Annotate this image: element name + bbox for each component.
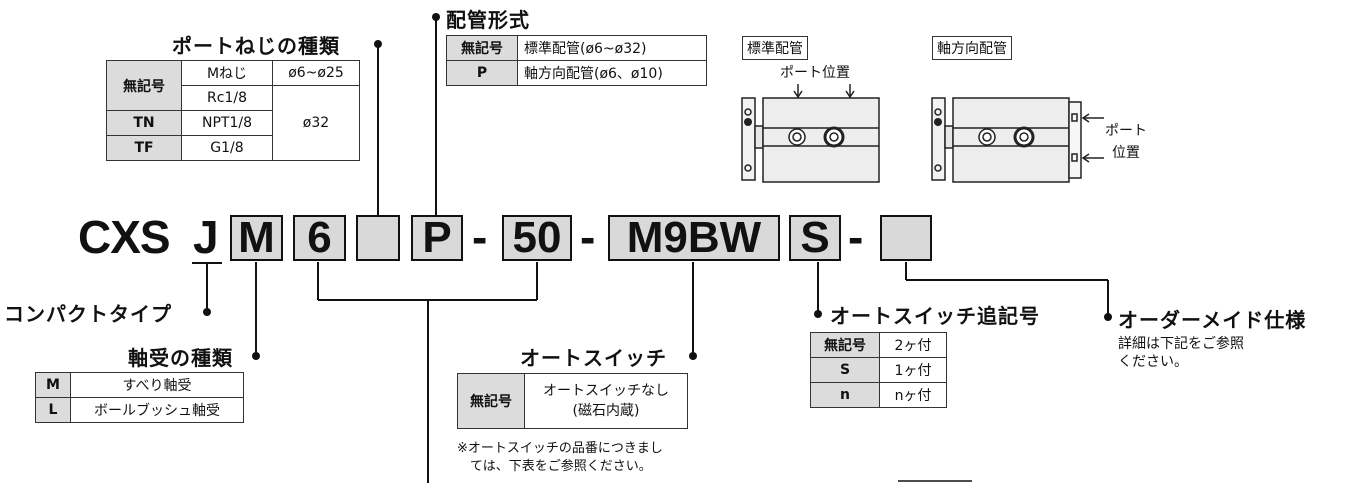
auto-switch-table: 無記号 オートスイッチなし (磁石内蔵) [457,373,688,429]
table-cell: G1/8 [181,135,273,161]
standard-piping-label: 標準配管 [742,36,808,60]
model-j: J [193,211,219,263]
table-row: P 軸方向配管(ø6、ø10) [446,60,707,86]
table-cell: ø6~ø25 [272,60,360,86]
auto-switch-value-1: オートスイッチなし [543,383,669,399]
table-row: 無記号 オートスイッチなし (磁石内蔵) [457,373,688,429]
bearing-code-box: M [230,215,283,261]
auto-switch-value-2: (磁石内蔵) [572,403,640,419]
bore-code-box: 6 [293,215,346,261]
table-cell: ø32 [272,85,360,161]
table-cell: S [810,357,880,383]
table-row: TN NPT1/8 [106,110,360,136]
auto-switch-note-2: ては、下表をご参照ください。 [470,459,652,474]
auto-switch-note-1: ※オートスイッチの品番につきまし [457,441,663,456]
table-cell: 無記号 [457,373,525,429]
table-cell: すべり軸受 [70,372,244,398]
table-cell: M [35,372,71,398]
table-cell: nヶ付 [879,382,947,408]
table-cell: n [810,382,880,408]
dash: - [848,211,864,263]
table-cell: L [35,397,71,423]
table-cell: 1ヶ付 [879,357,947,383]
switch-count-table: 無記号 2ヶ付 S 1ヶ付 n nヶ付 [810,332,947,408]
axial-piping-label: 軸方向配管 [932,36,1012,60]
axial-port-label-1: ポート [1105,123,1147,139]
axial-port-label-2: 位置 [1112,145,1140,161]
made-to-order-note-2: ください。 [1118,354,1188,370]
port-thread-title: ポートねじの種類 [172,34,340,58]
table-cell: 軸方向配管(ø6、ø10) [517,60,707,86]
table-cell: TN [106,110,182,136]
table-cell: P [446,60,518,86]
dash: - [580,211,596,263]
switch-code-box: M9BW [608,215,780,261]
table-cell: Mねじ [181,60,273,86]
table-cell: Rc1/8 [181,85,273,111]
piping-code-box: P [411,215,463,261]
switch-count-title: オートスイッチ追記号 [830,304,1040,328]
port-arrows [1081,113,1104,163]
standard-cylinder-figure [741,84,880,183]
standard-port-label: ポート位置 [780,65,850,81]
made-to-order-title: オーダーメイド仕様 [1118,308,1307,332]
compact-type-title: コンパクトタイプ [4,302,172,326]
made-to-order-note-1: 詳細は下記をご参照 [1118,336,1244,352]
table-cell: 無記号 [446,35,518,61]
table-cell: NPT1/8 [181,110,273,136]
table-row: 無記号 標準配管(ø6~ø32) [446,35,707,61]
switch-count-code-box: S [789,215,841,261]
table-row: Rc1/8 ø32 [107,85,360,161]
table-cell: ボールブッシュ軸受 [70,397,244,423]
table-cell: TF [106,135,182,161]
table-cell: 標準配管(ø6~ø32) [517,35,707,61]
table-row: n nヶ付 [810,382,947,408]
table-row: TF G1/8 [106,135,360,161]
bearing-title: 軸受の種類 [128,346,233,370]
table-cell: 無記号 [106,60,182,111]
table-row: 無記号 2ヶ付 [810,332,947,358]
table-row: L ボールブッシュ軸受 [35,397,244,423]
port-thread-table: 無記号 Mねじ ø6~ø25 Rc1/8 ø32 TN NPT1/8 TF G1… [106,60,360,161]
table-row: S 1ヶ付 [810,357,947,383]
stroke-code-box: 50 [502,215,572,261]
model-prefix: CXS [78,211,171,263]
table-row: 無記号 Mねじ ø6~ø25 [106,60,360,111]
dash: - [472,211,488,263]
table-row: M すべり軸受 [35,372,244,398]
axial-cylinder-figure [931,97,1082,183]
table-cell: 2ヶ付 [879,332,947,358]
table-cell: オートスイッチなし (磁石内蔵) [524,373,688,429]
bearing-table: M すべり軸受 L ボールブッシュ軸受 [35,372,244,423]
table-cell: 無記号 [810,332,880,358]
port-thread-code-box [356,215,400,261]
piping-title: 配管形式 [446,8,530,32]
made-to-order-code-box [880,215,932,261]
auto-switch-title: オートスイッチ [520,346,667,370]
piping-table: 無記号 標準配管(ø6~ø32) P 軸方向配管(ø6、ø10) [446,35,707,86]
